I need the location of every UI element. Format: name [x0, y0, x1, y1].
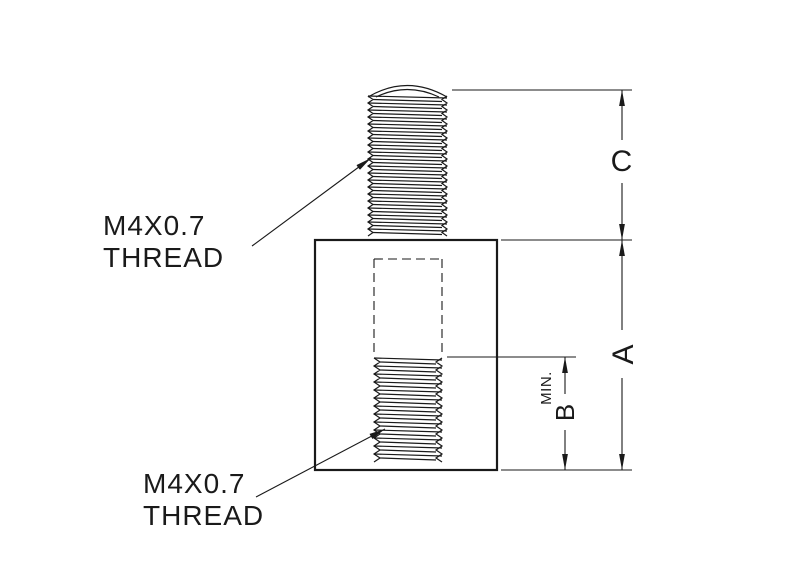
internal-hole-hidden-lines [373, 258, 443, 356]
body-outline [313, 238, 499, 472]
dimension-c: C [611, 90, 634, 240]
thread-hatch [367, 95, 448, 236]
leader-top-thread [251, 157, 372, 247]
extension-lines [447, 89, 632, 471]
thread-callout-bottom-line2: THREAD [143, 500, 264, 531]
male-thread-stud [366, 84, 449, 237]
dim-label-b-min: MIN. [538, 371, 555, 405]
thread-hatch [373, 357, 443, 461]
dimension-b: B MIN. [538, 357, 580, 470]
thread-callout-top-line2: THREAD [103, 242, 224, 273]
thread-hatch [434, 357, 444, 463]
thread-callout-top: M4X0.7 THREAD [103, 210, 224, 273]
dim-label-a: A [607, 343, 640, 364]
leader-bottom-thread [255, 428, 386, 498]
thread-hatch [440, 95, 449, 237]
dim-label-b: B [550, 403, 580, 421]
dim-label-c: C [611, 145, 634, 178]
standoff-body [313, 238, 499, 472]
thread-callout-top-line1: M4X0.7 [103, 210, 206, 241]
leader-lines [251, 157, 386, 498]
stud-dome-inner [375, 88, 440, 98]
thread-callout-bottom-line1: M4X0.7 [143, 468, 246, 499]
thread-callout-bottom: M4X0.7 THREAD [143, 468, 264, 531]
stud-dome-outer [367, 84, 448, 98]
female-thread [372, 357, 444, 463]
dimension-a: A [607, 240, 640, 470]
